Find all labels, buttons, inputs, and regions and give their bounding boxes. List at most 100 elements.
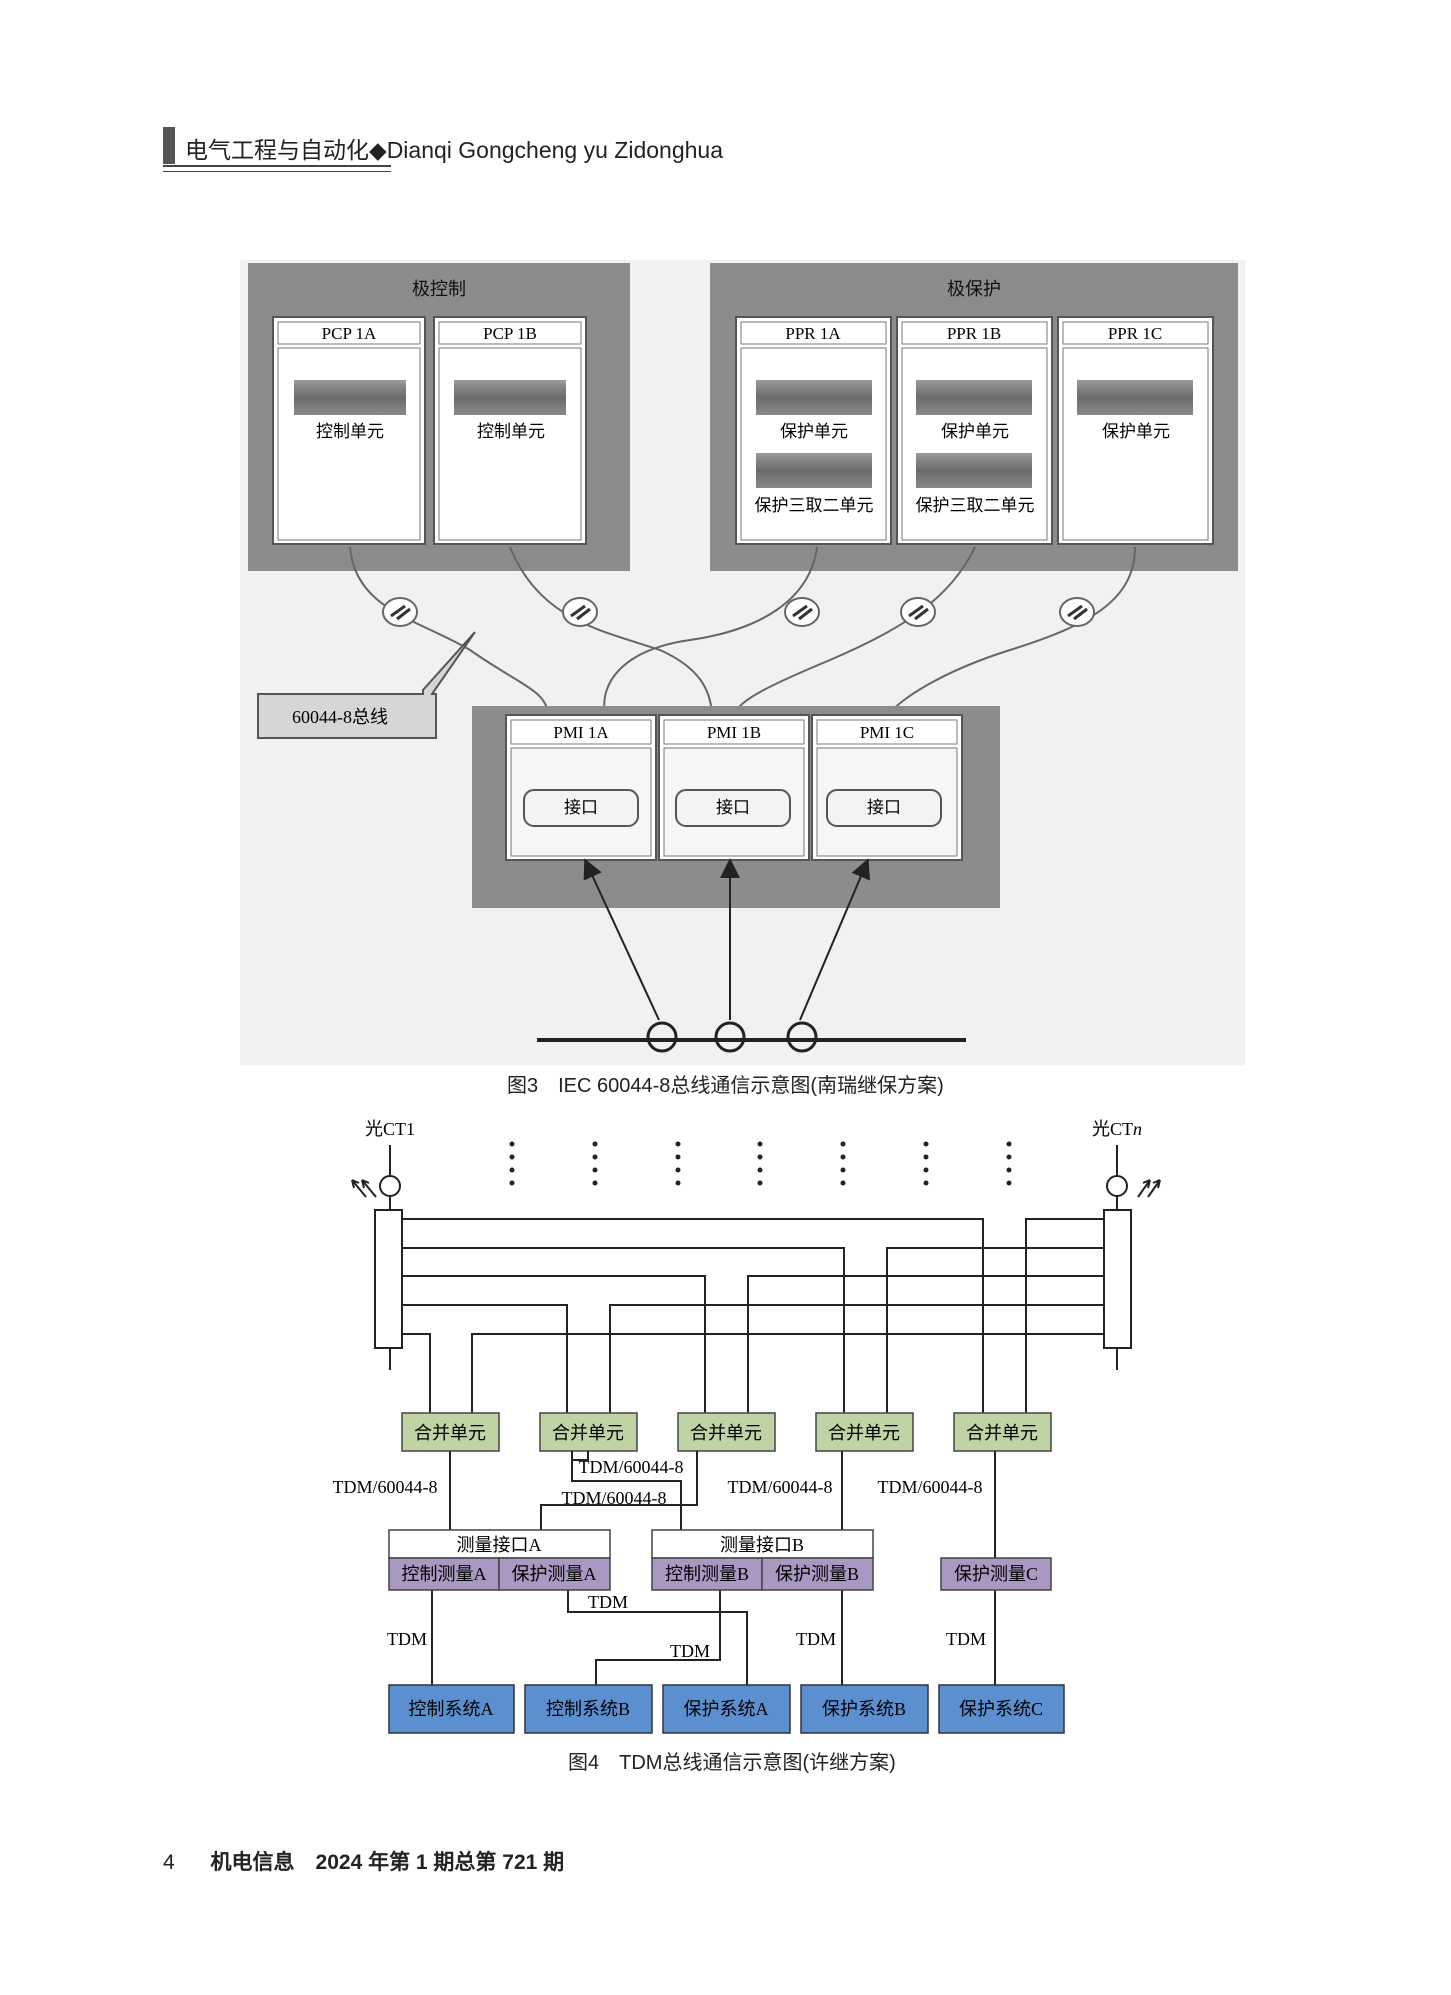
bus-wiring [374, 1209, 1132, 1413]
svg-text:合并单元: 合并单元 [966, 1423, 1038, 1443]
cabinet-pcp-1a: PCP 1A 控制单元 [272, 316, 426, 545]
device-icon [916, 380, 1032, 415]
pmi-label: PMI 1B [707, 723, 761, 742]
svg-text:控制测量A: 控制测量A [402, 1564, 487, 1584]
ct-coil [714, 1021, 746, 1053]
system-box: 控制系统A [388, 1684, 515, 1734]
protection-measurement-c: 保护测量C [940, 1557, 1052, 1591]
unit-label: 保护单元 [941, 422, 1009, 441]
cabinet-pcp-1b: PCP 1B 控制单元 [433, 316, 587, 545]
svg-text:测量接口A: 测量接口A [457, 1535, 542, 1555]
link-label: TDM/60044-8 [562, 1488, 667, 1508]
figure-4-diagram: 光CT1 光CTn [333, 1119, 1161, 1734]
svg-text:保护测量B: 保护测量B [775, 1564, 859, 1584]
system-box: 控制系统B [524, 1684, 653, 1734]
device-icon [454, 380, 566, 415]
measurement-interface-a: 测量接口A 控制测量A 保护测量A [388, 1529, 611, 1591]
interface-label: 接口 [716, 798, 750, 817]
link-label: TDM/60044-8 [728, 1477, 833, 1497]
pmi-1a: PMI 1A 接口 [505, 714, 657, 861]
svg-text:合并单元: 合并单元 [690, 1423, 762, 1443]
header-title: 电气工程与自动化◆Dianqi Gongcheng yu Zidonghua [185, 137, 723, 163]
pmi-label: PMI 1A [553, 723, 609, 742]
merge-unit: 合并单元 [953, 1412, 1052, 1452]
unit-label: 控制单元 [477, 422, 545, 441]
svg-text:保护系统A: 保护系统A [684, 1699, 769, 1719]
device-icon [756, 380, 872, 415]
svg-text:控制系统A: 控制系统A [409, 1699, 494, 1719]
link-label: TDM [387, 1629, 427, 1649]
merge-unit: 合并单元 [539, 1412, 638, 1452]
svg-text:保护系统B: 保护系统B [822, 1699, 906, 1719]
cabinet-label: PPR 1B [947, 324, 1001, 343]
ct-coil [646, 1021, 678, 1053]
pmi-label: PMI 1C [860, 723, 914, 742]
svg-text:保护测量A: 保护测量A [512, 1564, 597, 1584]
ct-left [351, 1145, 401, 1210]
interface-label: 接口 [564, 798, 598, 817]
link-label: TDM [796, 1629, 836, 1649]
link-label: TDM [946, 1629, 986, 1649]
ct-right-label: 光CTn [1092, 1119, 1142, 1139]
link-label: TDM/60044-8 [579, 1457, 684, 1477]
system-box: 保护系统B [800, 1684, 929, 1734]
unit-label: 保护三取二单元 [755, 496, 874, 515]
ct-measurement [537, 858, 966, 1053]
ct-left-label: 光CT1 [365, 1119, 415, 1139]
pmi-1c: PMI 1C 接口 [811, 714, 963, 861]
ct-coil [786, 1021, 818, 1053]
device-icon [1077, 380, 1193, 415]
merge-unit: 合并单元 [677, 1412, 776, 1452]
link-label: TDM [588, 1592, 628, 1612]
system-box: 保护系统C [938, 1684, 1065, 1734]
figure-4-caption: 图4 TDM总线通信示意图(许继方案) [568, 1752, 896, 1774]
bus-callout-label: 60044-8总线 [292, 707, 388, 727]
merge-units: 合并单元 合并单元 合并单元 合并单元 合并单元 [401, 1412, 1052, 1452]
journal-info: 机电信息 2024 年第 1 期总第 721 期 [210, 1851, 565, 1874]
fiber-connectors [382, 597, 1095, 627]
cabinet-label: PPR 1C [1108, 324, 1162, 343]
svg-text:合并单元: 合并单元 [414, 1423, 486, 1443]
unit-label: 保护三取二单元 [916, 496, 1035, 515]
cabinet-label: PCP 1B [483, 324, 537, 343]
header-bar [163, 127, 175, 164]
merge-unit: 合并单元 [401, 1412, 500, 1452]
cabinet-label: PCP 1A [322, 324, 377, 343]
cabinet-ppr-1b: PPR 1B 保护单元 保护三取二单元 [896, 316, 1053, 545]
system-box: 保护系统A [662, 1684, 791, 1734]
link-label: TDM/60044-8 [878, 1477, 983, 1497]
page-number: 4 [163, 1851, 175, 1874]
header-rule [163, 165, 391, 172]
cabinet-label: PPR 1A [785, 324, 841, 343]
unit-label: 控制单元 [316, 422, 384, 441]
ct-right [1106, 1145, 1161, 1210]
unit-label: 保护单元 [780, 422, 848, 441]
link-label: TDM [670, 1641, 710, 1661]
merge-unit: 合并单元 [815, 1412, 914, 1452]
link-label: TDM/60044-8 [333, 1477, 438, 1497]
figure-3-diagram: 极控制 PCP 1A 控制单元 PCP 1B 控制单元 极保护 PPR 1A 保… [240, 260, 1245, 1065]
svg-text:测量接口B: 测量接口B [720, 1535, 804, 1555]
svg-text:保护测量C: 保护测量C [954, 1564, 1038, 1584]
device-icon [756, 453, 872, 488]
device-icon [916, 453, 1032, 488]
svg-text:合并单元: 合并单元 [828, 1423, 900, 1443]
device-icon [294, 380, 406, 415]
svg-text:控制系统B: 控制系统B [546, 1699, 630, 1719]
page-footer: 4 机电信息 2024 年第 1 期总第 721 期 [163, 1846, 564, 1876]
svg-text:合并单元: 合并单元 [552, 1423, 624, 1443]
unit-label: 保护单元 [1102, 422, 1170, 441]
pole-protection-title: 极保护 [947, 279, 1001, 299]
cabinet-ppr-1c: PPR 1C 保护单元 [1057, 316, 1214, 545]
pmi-1b: PMI 1B 接口 [658, 714, 810, 861]
measurement-interface-b: 测量接口B 控制测量B 保护测量B [651, 1529, 874, 1591]
svg-text:控制测量B: 控制测量B [665, 1564, 749, 1584]
interface-label: 接口 [867, 798, 901, 817]
ellipsis-dots [509, 1141, 1012, 1186]
figure-3-caption: 图3 IEC 60044-8总线通信示意图(南瑞继保方案) [507, 1075, 944, 1097]
tdm-links [431, 1451, 996, 1685]
systems: 控制系统A 控制系统B 保护系统A 保护系统B 保护系统C [388, 1684, 1065, 1734]
bus-callout: 60044-8总线 [257, 631, 476, 739]
svg-text:保护系统C: 保护系统C [959, 1699, 1043, 1719]
cabinet-ppr-1a: PPR 1A 保护单元 保护三取二单元 [735, 316, 892, 545]
